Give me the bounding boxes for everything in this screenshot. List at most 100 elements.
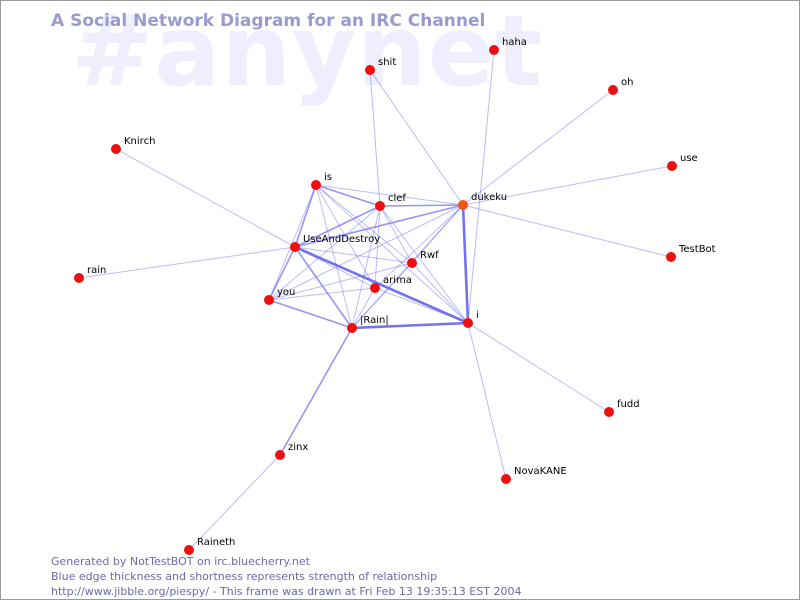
node-label: |Rain|	[360, 315, 389, 326]
node-dot	[666, 252, 676, 262]
edge-shit-clef	[369, 69, 381, 207]
node-you: you	[264, 287, 295, 305]
node-label: rain	[87, 265, 106, 276]
node-label: arima	[383, 275, 412, 286]
node-dot	[290, 242, 300, 252]
node-i: i	[463, 310, 479, 328]
edge-rain-you	[268, 299, 353, 329]
edge-testbot-dukeku	[462, 204, 672, 258]
footer: Generated by NotTestBOT on irc.bluecherr…	[51, 554, 521, 599]
node-label: oh	[621, 77, 633, 88]
node-label: i	[476, 310, 479, 321]
node-dot	[407, 258, 417, 268]
node-dot	[489, 45, 499, 55]
node-label: Knirch	[124, 136, 155, 147]
edge-clef-dukeku	[379, 204, 464, 207]
edges-layer	[78, 49, 673, 551]
node-arima: arima	[370, 275, 412, 293]
edge-clef-rwf	[379, 205, 413, 264]
node-use: use	[667, 153, 698, 171]
footer-generated-line: Generated by NotTestBOT on irc.bluecherr…	[51, 555, 310, 568]
node-shit: shit	[365, 57, 396, 75]
footer-url-line: http://www.jibble.org/piespy/ - This fra…	[51, 585, 522, 598]
edge-clef-useanddestroy	[294, 205, 381, 248]
edge-oh-dukeku	[462, 89, 614, 206]
node-raineth: Raineth	[184, 537, 235, 555]
edge-rwf-i	[411, 262, 469, 324]
node-dot	[111, 144, 121, 154]
edge-useanddestroy-rwf	[294, 246, 413, 264]
edge-zinx-rain	[279, 327, 353, 456]
node-label: is	[324, 172, 332, 183]
edge-knirch-useanddestroy	[115, 148, 296, 248]
node-fudd: fudd	[604, 399, 640, 417]
edge-is-rain	[315, 184, 353, 329]
node-dot	[501, 474, 511, 484]
node-dot	[74, 273, 84, 283]
edge-useanddestroy-you	[268, 246, 296, 301]
edge-novakane-i	[467, 322, 507, 480]
edge-is-dukeku	[315, 184, 464, 206]
edge-dukeku-you	[268, 204, 464, 301]
edge-dukeku-rwf	[411, 204, 464, 264]
node-dot	[375, 201, 385, 211]
edge-raineth-zinx	[188, 454, 281, 551]
node-dot	[463, 318, 473, 328]
edge-useanddestroy-arima	[294, 246, 376, 289]
edge-dukeku-i	[461, 203, 470, 325]
node-testbot: TestBot	[666, 244, 716, 262]
node-dukeku: dukeku	[458, 192, 507, 210]
edge-is-i	[315, 184, 469, 324]
edge-clef-i	[379, 205, 469, 324]
edge-is-rwf	[315, 184, 413, 264]
edge-useanddestroy-rain	[294, 246, 353, 329]
edge-use-dukeku	[462, 165, 673, 206]
edge-is-useanddestroy	[294, 184, 317, 248]
node-dot	[264, 295, 274, 305]
node-dot	[667, 161, 677, 171]
node-label: fudd	[617, 399, 640, 410]
edge-haha-i	[467, 49, 495, 324]
node-label: zinx	[288, 442, 308, 453]
node-label: TestBot	[678, 244, 716, 255]
edge-is-arima	[315, 184, 376, 289]
node-dot	[275, 450, 285, 460]
edge-clef-you	[268, 205, 381, 301]
diagram-title: A Social Network Diagram for an IRC Chan…	[51, 11, 486, 31]
node-useanddestroy: UseAndDestroy	[290, 234, 380, 252]
node-label: you	[277, 287, 295, 298]
node-label: UseAndDestroy	[303, 234, 380, 245]
edge-rwf-you	[268, 262, 413, 301]
node-rain: |Rain|	[347, 315, 389, 333]
node-label: dukeku	[471, 192, 507, 203]
edge-shit-dukeku	[369, 69, 464, 206]
edge-dukeku-rain	[351, 204, 464, 329]
node-oh: oh	[608, 77, 633, 95]
node-label: shit	[378, 57, 396, 68]
edge-rain-i	[350, 321, 470, 330]
node-dot	[365, 65, 375, 75]
node-label: use	[680, 153, 698, 164]
node-dot	[608, 85, 618, 95]
node-clef: clef	[375, 193, 406, 211]
edge-clef-arima	[374, 205, 381, 289]
node-dot	[458, 200, 468, 210]
node-dot	[370, 283, 380, 293]
node-label: Rwf	[420, 250, 439, 261]
edge-rain-rwf	[351, 262, 413, 329]
node-dot	[184, 545, 194, 555]
edge-rain-arima	[351, 287, 376, 329]
edge-rain-useanddestroy	[78, 246, 296, 279]
node-label: haha	[502, 37, 527, 48]
edge-is-you	[268, 184, 317, 301]
edge-is-clef	[315, 184, 381, 207]
edge-useanddestroy-i	[293, 245, 470, 325]
node-dot	[311, 180, 321, 190]
edge-arima-i	[374, 287, 469, 324]
node-novakane: NovaKANE	[501, 466, 567, 484]
edge-fudd-i	[467, 322, 610, 413]
node-zinx: zinx	[275, 442, 308, 460]
node-rwf: Rwf	[407, 250, 439, 268]
